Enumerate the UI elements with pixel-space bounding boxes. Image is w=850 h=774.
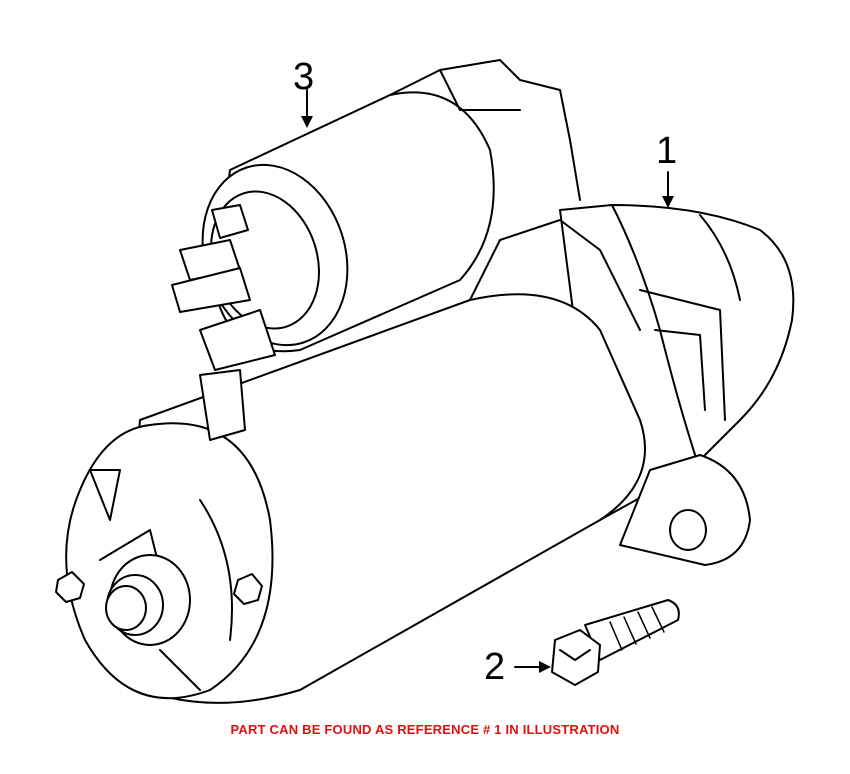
solenoid — [171, 59, 581, 441]
callout-bolt: 2 — [484, 646, 506, 688]
commutator-end-cap — [55, 422, 274, 700]
mounting-bolt — [551, 599, 680, 686]
leader-arrows — [301, 89, 674, 673]
reference-note: PART CAN BE FOUND AS REFERENCE # 1 IN IL… — [230, 722, 620, 737]
callout-starter: 1 — [656, 130, 678, 172]
arrow-1-head — [662, 196, 674, 208]
callout-solenoid: 3 — [293, 56, 315, 98]
arrow-3-head — [301, 116, 313, 128]
arrow-2-head — [539, 661, 551, 673]
